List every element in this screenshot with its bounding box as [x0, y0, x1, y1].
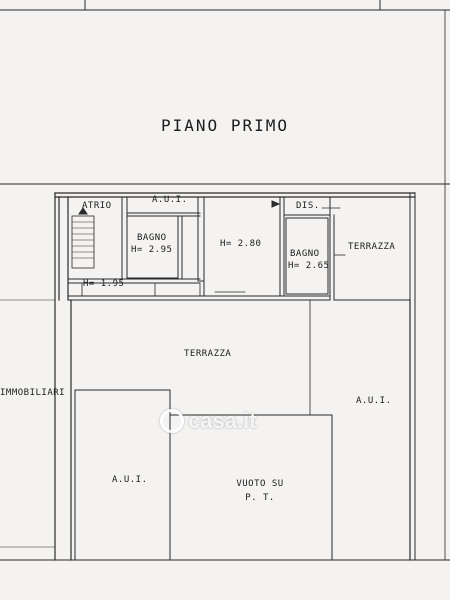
watermark-text: casa.it: [188, 408, 257, 433]
label-aui-top: A.U.I.: [152, 195, 188, 205]
label-aui-right: A.U.I.: [356, 396, 392, 406]
label-bagno-left-height: H= 2.95: [131, 245, 173, 255]
label-terrazza-main: TERRAZZA: [184, 349, 232, 359]
label-vuoto-line1: VUOTO SU: [236, 479, 284, 489]
label-room-height: H= 2.80: [220, 239, 262, 249]
label-bagno-right: BAGNO: [290, 249, 320, 259]
label-bagno-right-height: H= 2.65: [288, 261, 330, 271]
casa-logo-icon: [160, 409, 184, 433]
label-terrazza-right: TERRAZZA: [348, 242, 396, 252]
label-dis: DIS.: [296, 201, 320, 211]
label-vuoto-line2: P. T.: [245, 493, 275, 503]
plan-title: PIANO PRIMO: [161, 116, 289, 135]
watermark: casa.it: [160, 408, 257, 434]
label-immobiliari: IMMOBILIARI: [0, 388, 66, 398]
label-aui-bottom-left: A.U.I.: [112, 475, 148, 485]
label-atrio-height: H= 1.95: [83, 279, 125, 289]
label-bagno-left: BAGNO: [137, 233, 167, 243]
label-atrio: ATRIO: [82, 201, 112, 211]
